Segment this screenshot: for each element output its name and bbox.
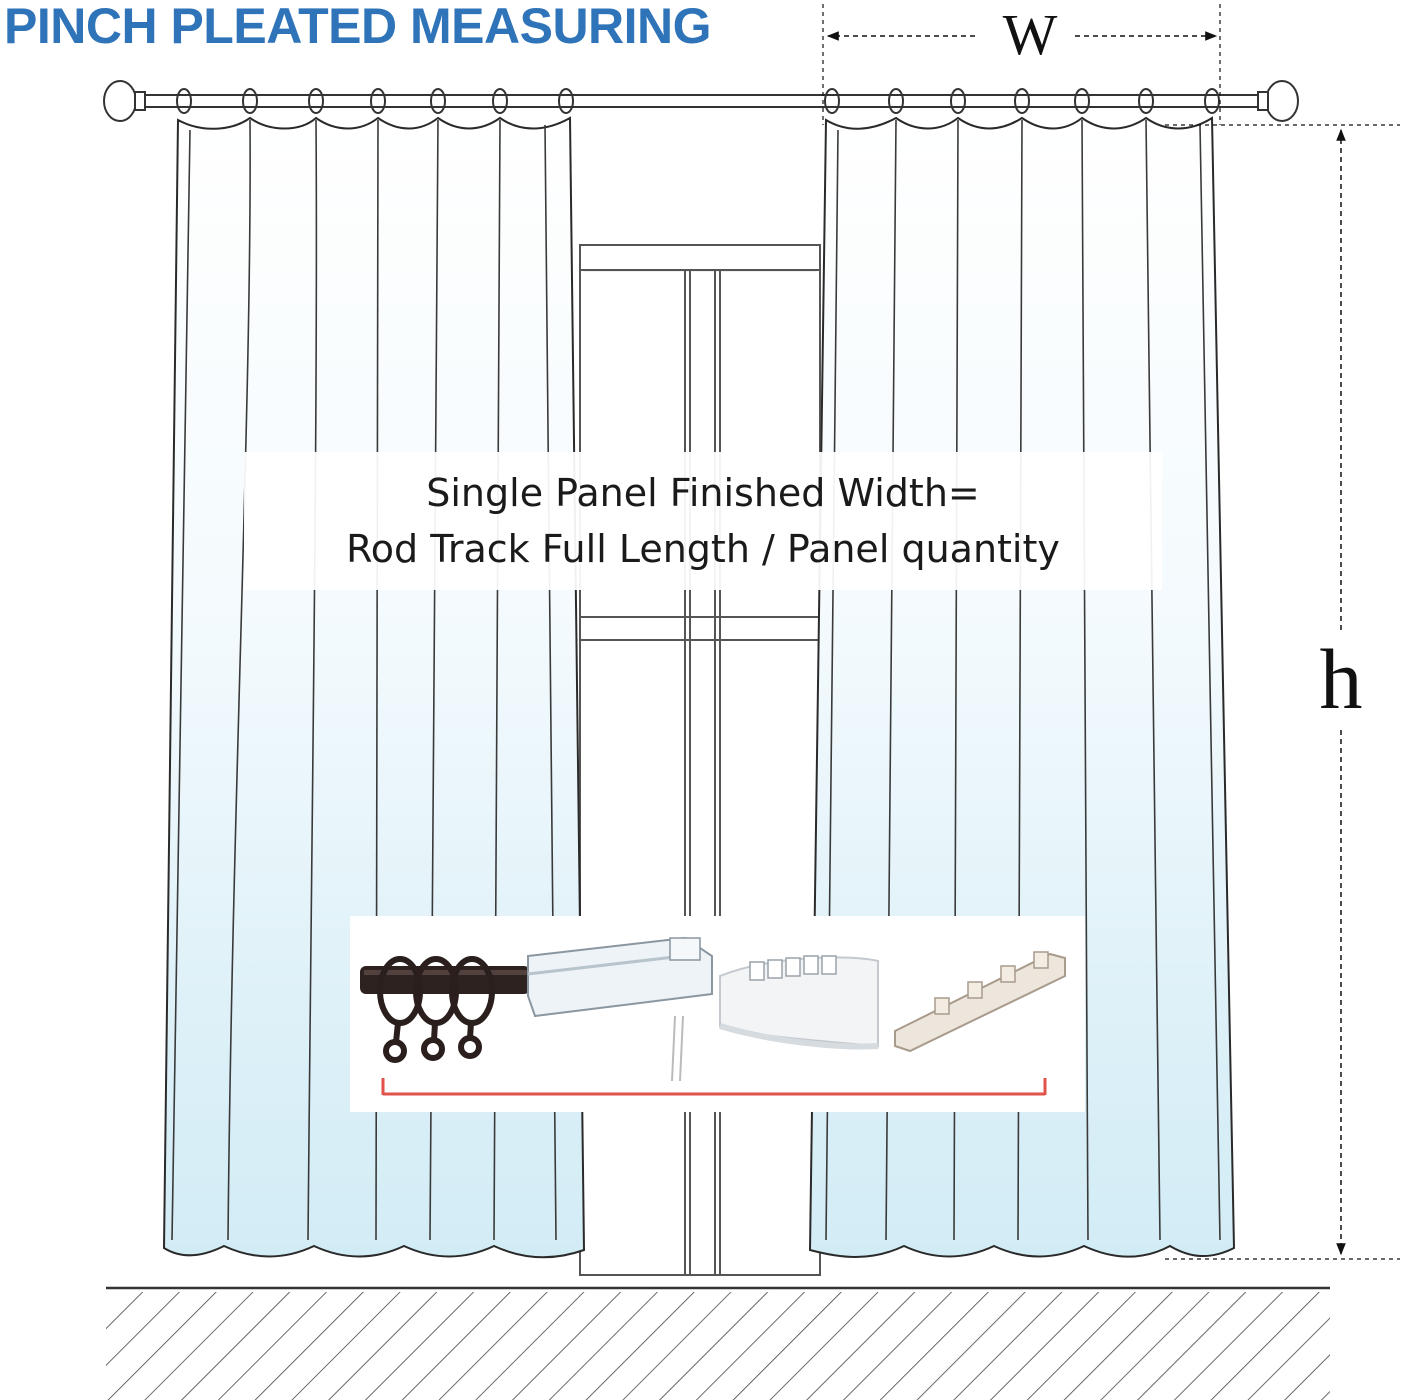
formula-line-1: Single Panel Finished Width= — [426, 471, 980, 515]
curtain-rod-with-rings-icon — [360, 956, 530, 1063]
full-length-measure-line — [381, 1078, 1047, 1096]
formula-line-2: Rod Track Full Length / Panel quantity — [346, 527, 1060, 571]
height-label: h — [1306, 636, 1376, 722]
height-dimension — [1165, 124, 1400, 1260]
square-track-icon — [894, 951, 1066, 1053]
curtain-rod — [103, 80, 1299, 122]
page-title: PINCH PLEATED MEASURING — [4, 0, 712, 54]
curved-track-icon — [719, 955, 879, 1050]
width-label: W — [994, 6, 1066, 64]
hardware-inset — [350, 916, 1085, 1112]
window-frame — [579, 244, 821, 1276]
formula-caption: Single Panel Finished Width= Rod Track F… — [244, 452, 1162, 590]
floor — [106, 1286, 1330, 1400]
aluminum-track-icon — [527, 936, 713, 1082]
width-dimension — [822, 4, 1221, 125]
